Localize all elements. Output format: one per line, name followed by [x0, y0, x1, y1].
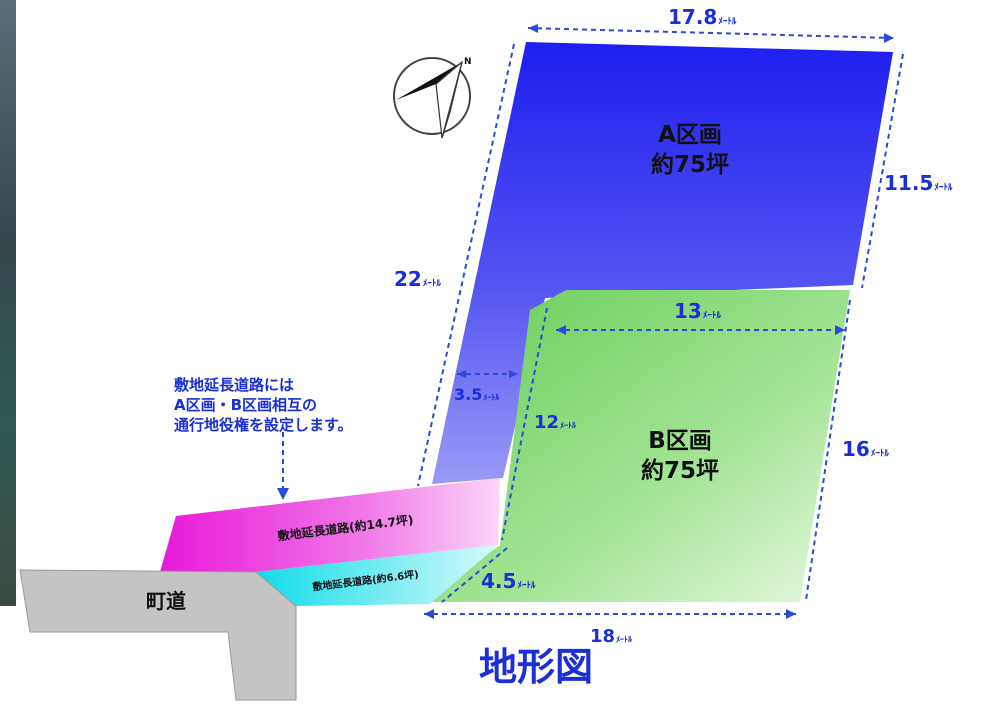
dim-b-right: 16ﾒｰﾄﾙ	[842, 437, 889, 461]
plot-b-name: B区画	[648, 428, 712, 454]
dim-b-top: 13ﾒｰﾄﾙ	[674, 299, 721, 323]
dim-b-left: 12ﾒｰﾄﾙ	[534, 412, 577, 433]
note-line-2: A区画・B区画相互の	[174, 396, 317, 414]
plot-b	[422, 290, 850, 602]
edge-photo-strip	[0, 0, 16, 606]
road-extension-upper	[160, 478, 500, 572]
plot-a-area: 約75坪	[651, 151, 729, 178]
dim-bottom: 18ﾒｰﾄﾙ	[590, 626, 633, 647]
dim-a-right: 11.5ﾒｰﾄﾙ	[884, 171, 953, 195]
plot-a-name: A区画	[658, 122, 722, 148]
note-line-1: 敷地延長道路には	[174, 376, 294, 394]
dim-a-left: 22ﾒｰﾄﾙ	[394, 267, 441, 291]
diagram-title: 地形図	[479, 645, 593, 689]
compass-north-label: N	[464, 57, 472, 67]
plot-a	[432, 42, 893, 484]
town-road	[19, 569, 297, 701]
compass-north-arrow-icon: N	[393, 57, 472, 139]
plot-b-area: 約75坪	[641, 457, 719, 484]
note-arrow-head	[277, 488, 289, 500]
note-line-3: 通行地役権を設定します。	[174, 416, 353, 434]
road-extension-lower	[256, 545, 498, 606]
dim-a-top: 17.8ﾒｰﾄﾙ	[668, 5, 737, 29]
dimension-lines	[417, 27, 904, 615]
dim-corner: 4.5ﾒｰﾄﾙ	[481, 569, 536, 593]
dim-gap: 3.5ﾒｰﾄﾙ	[454, 385, 500, 404]
dimension-arrowheads	[424, 24, 894, 619]
town-road-label: 町道	[146, 589, 186, 613]
